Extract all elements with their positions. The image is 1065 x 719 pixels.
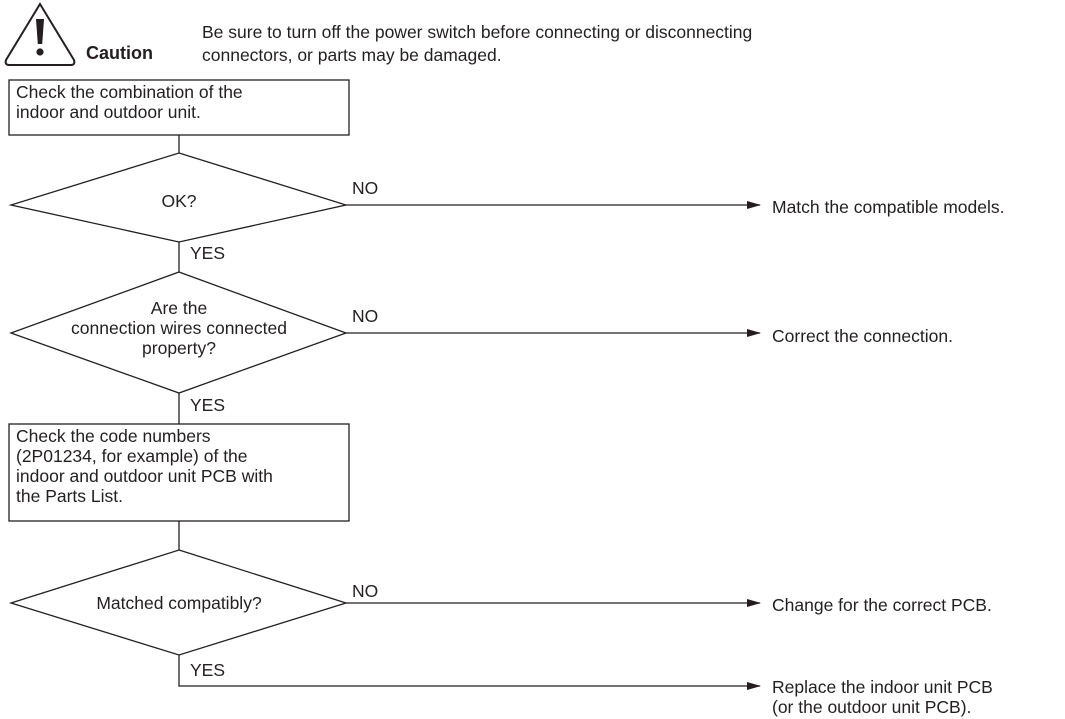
wires-no-label: NO	[352, 306, 379, 326]
ok-no-label: NO	[352, 178, 379, 198]
caution-message-line2: connectors, or parts may be damaged.	[202, 45, 502, 65]
outcome-change-pcb: Change for the correct PCB.	[772, 595, 992, 615]
matched-decision-text: Matched compatibly?	[96, 593, 262, 613]
check-combination-text: Check the combination of the indoor and …	[16, 82, 243, 122]
caution-message-line1: Be sure to turn off the power switch bef…	[202, 22, 753, 42]
wires-decision-text-line2: connection wires connected	[71, 318, 287, 338]
outcome-correct-connection: Correct the connection.	[772, 326, 953, 346]
caution-triangle-icon	[4, 2, 76, 66]
check-code-text: Check the code numbers (2P01234, for exa…	[16, 426, 273, 506]
wires-yes-label: YES	[190, 395, 226, 415]
outcome-replace-line2: (or the outdoor unit PCB).	[772, 697, 972, 717]
caution-label: Caution	[86, 43, 153, 63]
matched-yes-arrow	[178, 655, 761, 690]
ok-yes-label: YES	[190, 243, 226, 263]
matched-yes-label: YES	[190, 660, 226, 680]
outcome-match-models: Match the compatible models.	[772, 197, 1005, 217]
ok-decision-text: OK?	[161, 191, 197, 211]
outcome-replace-line1: Replace the indoor unit PCB	[772, 677, 993, 697]
matched-no-label: NO	[352, 581, 379, 601]
wires-decision-text-line3: property?	[142, 338, 216, 358]
wires-decision-text-line1: Are the	[150, 298, 208, 318]
